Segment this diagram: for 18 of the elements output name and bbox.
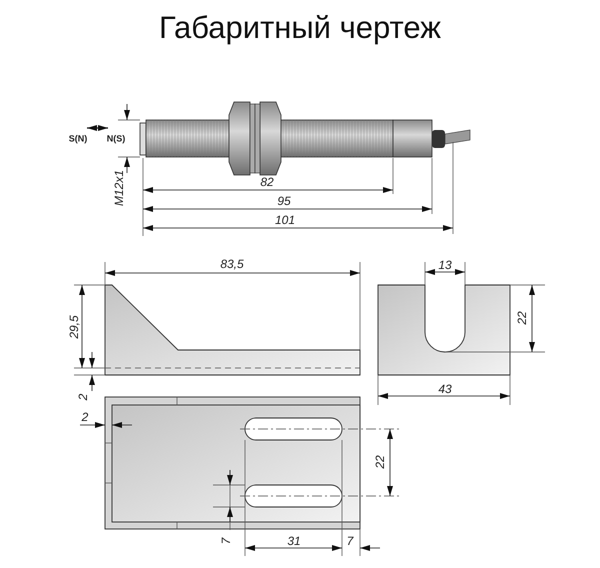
- drawing-title: Габаритный чертеж: [158, 10, 442, 46]
- dimension-value: 101: [274, 214, 296, 226]
- dimension-value: 2: [82, 411, 88, 423]
- dimension-value: 2: [77, 394, 89, 400]
- dimension-value: 83,5: [220, 258, 244, 270]
- pole-label: S(N): [68, 134, 88, 144]
- dimension-value: 22: [516, 311, 528, 325]
- dimension-value: 31: [287, 535, 301, 547]
- dimension-value: 13: [438, 259, 452, 271]
- dimension-value: 7: [346, 535, 354, 547]
- dimension-value: 7: [220, 538, 232, 544]
- dimension-value: 43: [438, 383, 452, 395]
- dimension-value: 29,5: [68, 315, 80, 339]
- dimension-value: M12x1: [113, 170, 125, 206]
- dimension-value: 22: [374, 455, 386, 469]
- pole-label: N(S): [106, 134, 126, 144]
- dimension-value: 95: [277, 195, 291, 207]
- dimension-value: 82: [260, 176, 274, 188]
